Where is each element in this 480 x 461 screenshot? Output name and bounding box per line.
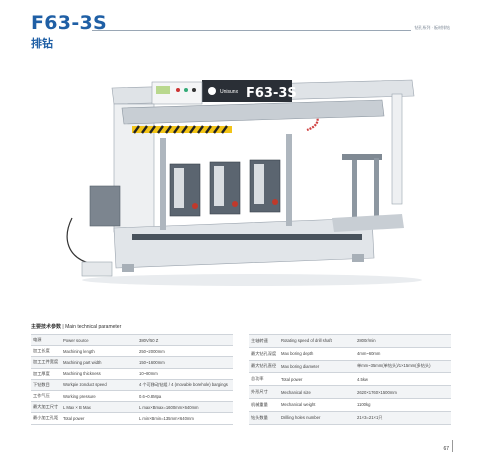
param-en: Drilling holes number [279,410,355,425]
header-tag: 钻孔系列 · 板材排钻 [411,25,450,31]
param-en: Mechanical size [279,385,355,399]
param-cn: 工作气压 [31,389,61,403]
param-value: 4 个可移动钻组 / 4 (movable borehole) bargings [137,378,233,391]
param-value: L max×Bmax=1600mm×640mm [137,401,233,414]
param-cn: 机械重量 [249,397,279,412]
param-cn: 外形尺寸 [249,385,279,399]
param-cn: 加工厚度 [31,367,61,380]
header-rule [92,30,448,31]
param-en: Max boring depth [279,346,355,361]
param-cn: 最大钻孔深度 [249,346,279,361]
param-en: Max boring diameter [279,359,355,374]
param-cn: 最大加工尺寸 [31,401,61,414]
param-en: Machining part width [61,356,137,369]
machine-brand: Unisunx [220,89,239,95]
spec-heading-cn: 主要技术参数 [31,324,62,330]
param-value: L min×Bmin=135mm×640mm [137,412,233,425]
param-en: Workpie zonduct speed [61,378,137,391]
param-cn: 加工长度 [31,345,61,358]
param-en: L Max × B Max [61,401,137,414]
param-cn: 主轴转速 [249,334,279,348]
machine-model: F63-3S [246,86,297,101]
param-value: 2620×1760×1500mm [355,385,451,399]
param-en: Mechanical weight [279,397,355,412]
param-value: 10~80mm [137,367,233,380]
param-value: 2800r/min [355,334,451,348]
param-cn: 最小加工孔距 [31,412,61,425]
param-cn: 下钻数目 [31,378,61,391]
param-value: 0.6~0.8Mpa [137,389,233,403]
spec-heading: 主要技术参数 | Main technical parameter [31,323,451,330]
param-cn: 钻头数量 [249,410,279,425]
param-cn: 最大钻孔直径 [249,359,279,374]
param-value: 250~2000mm [137,345,233,358]
param-cn: 电源 [31,333,61,347]
param-value: 21×3=21×1只 [355,410,451,425]
page-number: 67 [443,446,449,452]
param-cn: 加工工件宽度 [31,356,61,369]
spec-heading-en: | Main technical parameter [61,324,122,330]
param-en: Total power [61,412,137,425]
param-cn: 总功率 [249,372,279,387]
param-en: Working pressure [61,389,137,403]
param-value: 单mm~35mm(单钻头)/1×15mm(多钻头) [355,359,451,374]
param-en: Total power [279,372,355,387]
param-value: 4.5kw [355,372,451,387]
param-value: 4mm~60mm [355,346,451,361]
param-value: 380V/50 Z [137,333,233,347]
param-value: 1100kg [355,397,451,412]
param-en: Power source [61,333,137,347]
machine-illustration: Unisunx F63-3S [66,79,422,286]
page-title: F63-3S [31,12,108,34]
param-value: 150~1600mm [137,356,233,369]
page-number-divider [452,440,453,452]
param-en: Rotating speed of drill shaft [279,334,355,348]
param-en: Machining thickness [61,367,137,380]
page-subtitle: 排钻 [31,37,53,50]
param-en: Machining length [61,345,137,358]
